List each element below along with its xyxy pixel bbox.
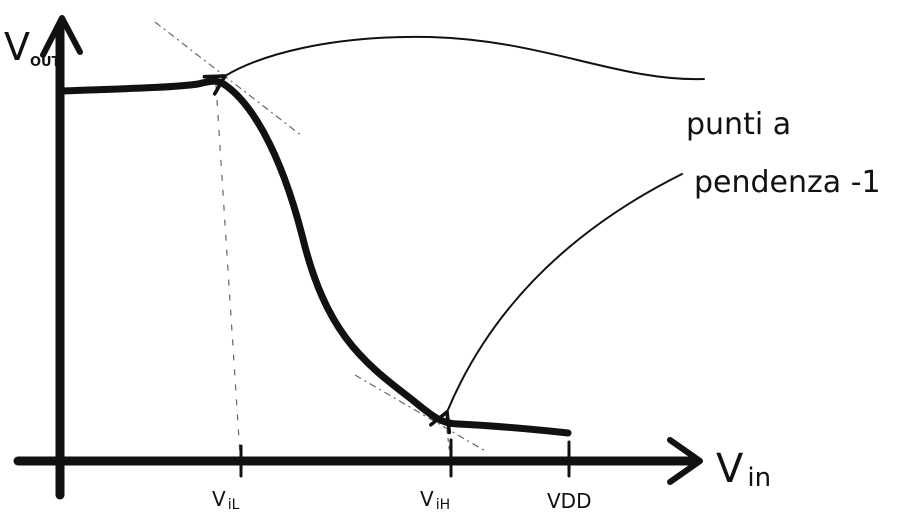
projection-line-vih (445, 421, 451, 456)
y-axis (40, 15, 83, 500)
annotation-arrow-vil (202, 35, 705, 96)
annotation-arrow-vih (429, 173, 683, 435)
tangent-line-vih (354, 374, 488, 453)
tick-label-vih-sub: iH (436, 497, 450, 513)
transfer-curve (58, 77, 572, 437)
tick-label-vdd: VDD (547, 489, 591, 513)
y-axis-label: VOUT (4, 25, 61, 70)
y-axis-arrowhead (40, 15, 83, 58)
x-axis-label-main: V (716, 446, 744, 492)
projection-line-vil (215, 84, 241, 456)
tangent-line-vil (154, 21, 303, 137)
y-axis-label-sub: OUT (30, 55, 61, 70)
annotation-text-line2: pendenza -1 (694, 165, 881, 200)
x-axis (13, 437, 703, 485)
tick-label-vil-main: V (212, 487, 226, 511)
tick-label-vih-main: V (420, 487, 434, 511)
annotation-text-line1: punti a (686, 107, 791, 142)
x-axis-label-sub: in (747, 463, 771, 493)
x-axis-arrowhead (667, 437, 703, 485)
tick-label-vil-sub: iL (228, 497, 240, 513)
y-axis-label-main: V (4, 25, 30, 69)
